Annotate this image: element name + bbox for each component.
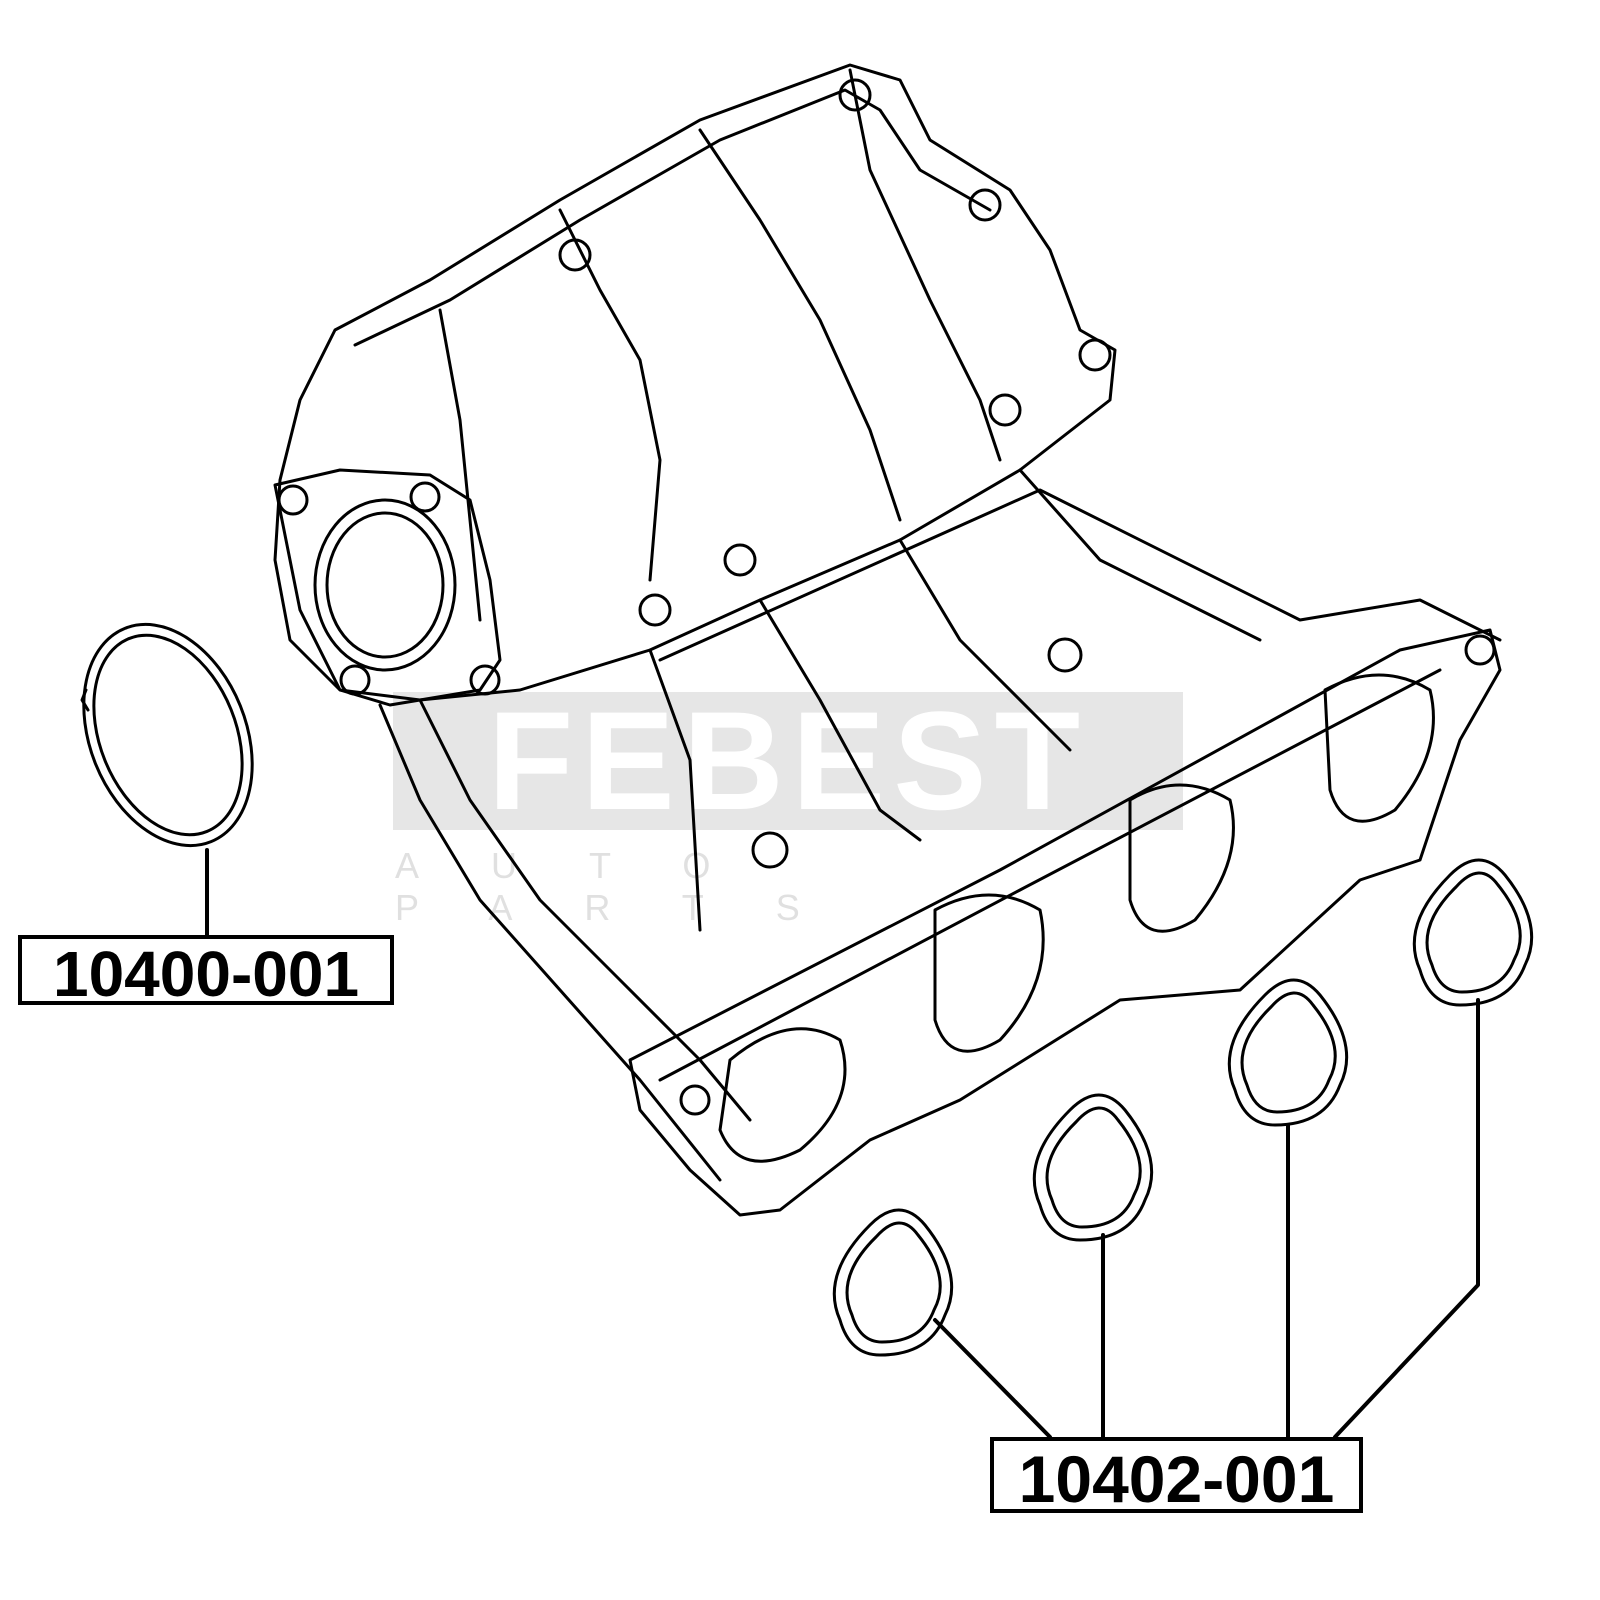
watermark-subtitle: AUTO PARTS <box>395 845 872 928</box>
intake-manifold <box>273 63 1502 1217</box>
part-number-label-port-gaskets: 10402-001 <box>990 1437 1363 1513</box>
part-number-label-ring-gasket: 10400-001 <box>18 935 394 1006</box>
ring-gasket <box>80 622 254 937</box>
watermark-brand: FEBEST <box>393 691 1183 831</box>
port-gaskets <box>832 858 1534 1439</box>
leader-lines <box>933 998 1480 1439</box>
